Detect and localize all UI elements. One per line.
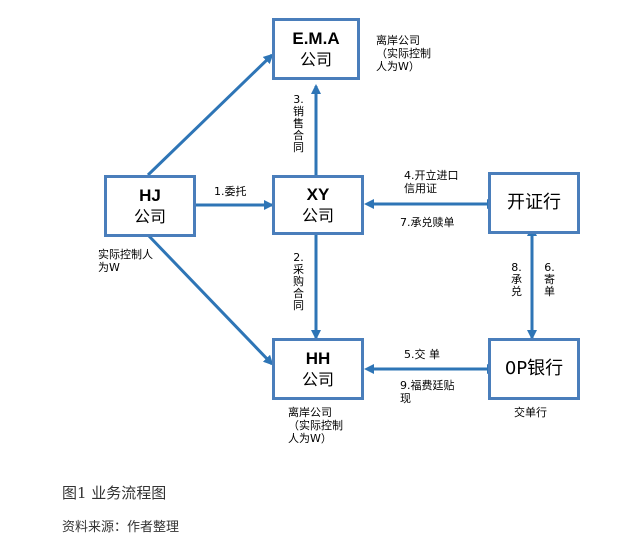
- edge-label-2: 2.采购合同: [293, 251, 304, 312]
- node-ema-company: E.M.A 公司: [272, 18, 360, 80]
- node-xy-type: 公司: [301, 205, 334, 225]
- node-op-bank-name: 0P银行: [504, 358, 564, 380]
- arrows-layer: [146, 53, 537, 374]
- edge-label-6: 6.寄单: [544, 261, 555, 298]
- edge-label-9: 9.福费廷贴 现: [400, 379, 455, 405]
- node-hj-name: HJ: [139, 186, 161, 206]
- node-op-bank: 0P银行: [488, 338, 580, 400]
- note-hh: 离岸公司 （实际控制 人为W）: [288, 406, 343, 445]
- note-hj: 实际控制人 为W: [98, 248, 153, 274]
- note-ema: 离岸公司 （实际控制 人为W）: [376, 34, 431, 73]
- edge-label-5: 5.交 单: [404, 348, 440, 361]
- node-issuing-bank: 开证行: [488, 172, 580, 234]
- node-ema-name: E.M.A: [292, 29, 340, 49]
- node-hh-company: HH 公司: [272, 338, 364, 400]
- edge-label-1: 1.委托: [214, 185, 247, 198]
- figure-caption: 图1 业务流程图: [62, 484, 167, 502]
- node-issuing-bank-name: 开证行: [507, 192, 561, 214]
- node-hj-type: 公司: [133, 206, 166, 226]
- arrow-hj-to-hh: [146, 233, 274, 366]
- figure-source: 资料来源：作者整理: [62, 520, 180, 535]
- node-hh-name: HH: [305, 349, 331, 369]
- node-xy-company: XY 公司: [272, 175, 364, 235]
- edge-label-3: 3.销售合同: [293, 93, 304, 154]
- edge-label-7: 7.承兑赎单: [400, 216, 455, 229]
- node-hj-company: HJ 公司: [104, 175, 196, 237]
- edge-label-4: 4.开立进口 信用证: [404, 169, 459, 195]
- business-flow-diagram: E.M.A 公司 HJ 公司 XY 公司 开证行 HH 公司 0P银行 离岸公司…: [98, 18, 580, 445]
- arrow-hj-to-ema: [146, 53, 274, 177]
- node-xy-name: XY: [306, 185, 330, 205]
- node-hh-type: 公司: [301, 369, 334, 389]
- note-op: 交单行: [514, 406, 547, 419]
- edge-label-8: 8.承兑: [511, 261, 522, 298]
- node-ema-type: 公司: [299, 49, 332, 69]
